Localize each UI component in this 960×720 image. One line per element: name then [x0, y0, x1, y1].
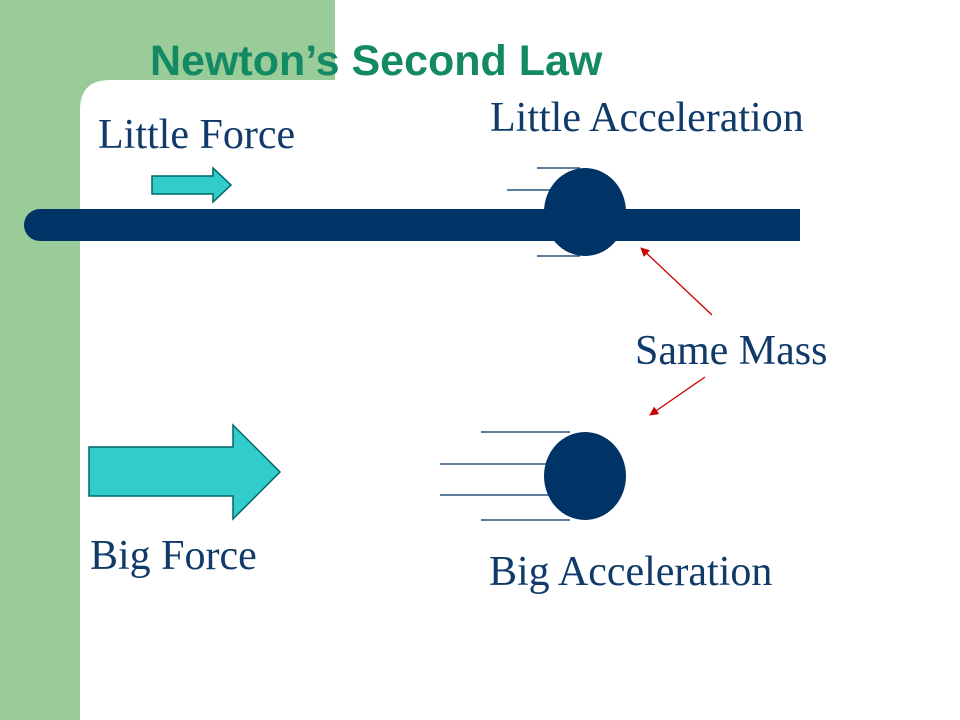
slide-title: Newton’s Second Law: [150, 37, 603, 85]
bottom-mass-speed-lines: [440, 431, 570, 521]
pointer-to-bottom-mass: [649, 376, 706, 416]
sidebar-band: [0, 0, 335, 720]
big-force-label: Big Force: [90, 533, 257, 579]
pointer-to-top-mass: [640, 247, 713, 316]
bottom-mass-ball-icon: [544, 432, 626, 520]
little-force-label: Little Force: [98, 112, 296, 158]
top-mass-ball-icon: [544, 168, 626, 256]
big-force-arrow-icon: [88, 423, 282, 521]
track-bar: [24, 209, 800, 241]
little-force-arrow-icon: [151, 166, 233, 204]
little-acceleration-label: Little Acceleration: [490, 95, 804, 141]
same-mass-label: Same Mass: [635, 328, 828, 374]
big-acceleration-label: Big Acceleration: [489, 549, 773, 595]
